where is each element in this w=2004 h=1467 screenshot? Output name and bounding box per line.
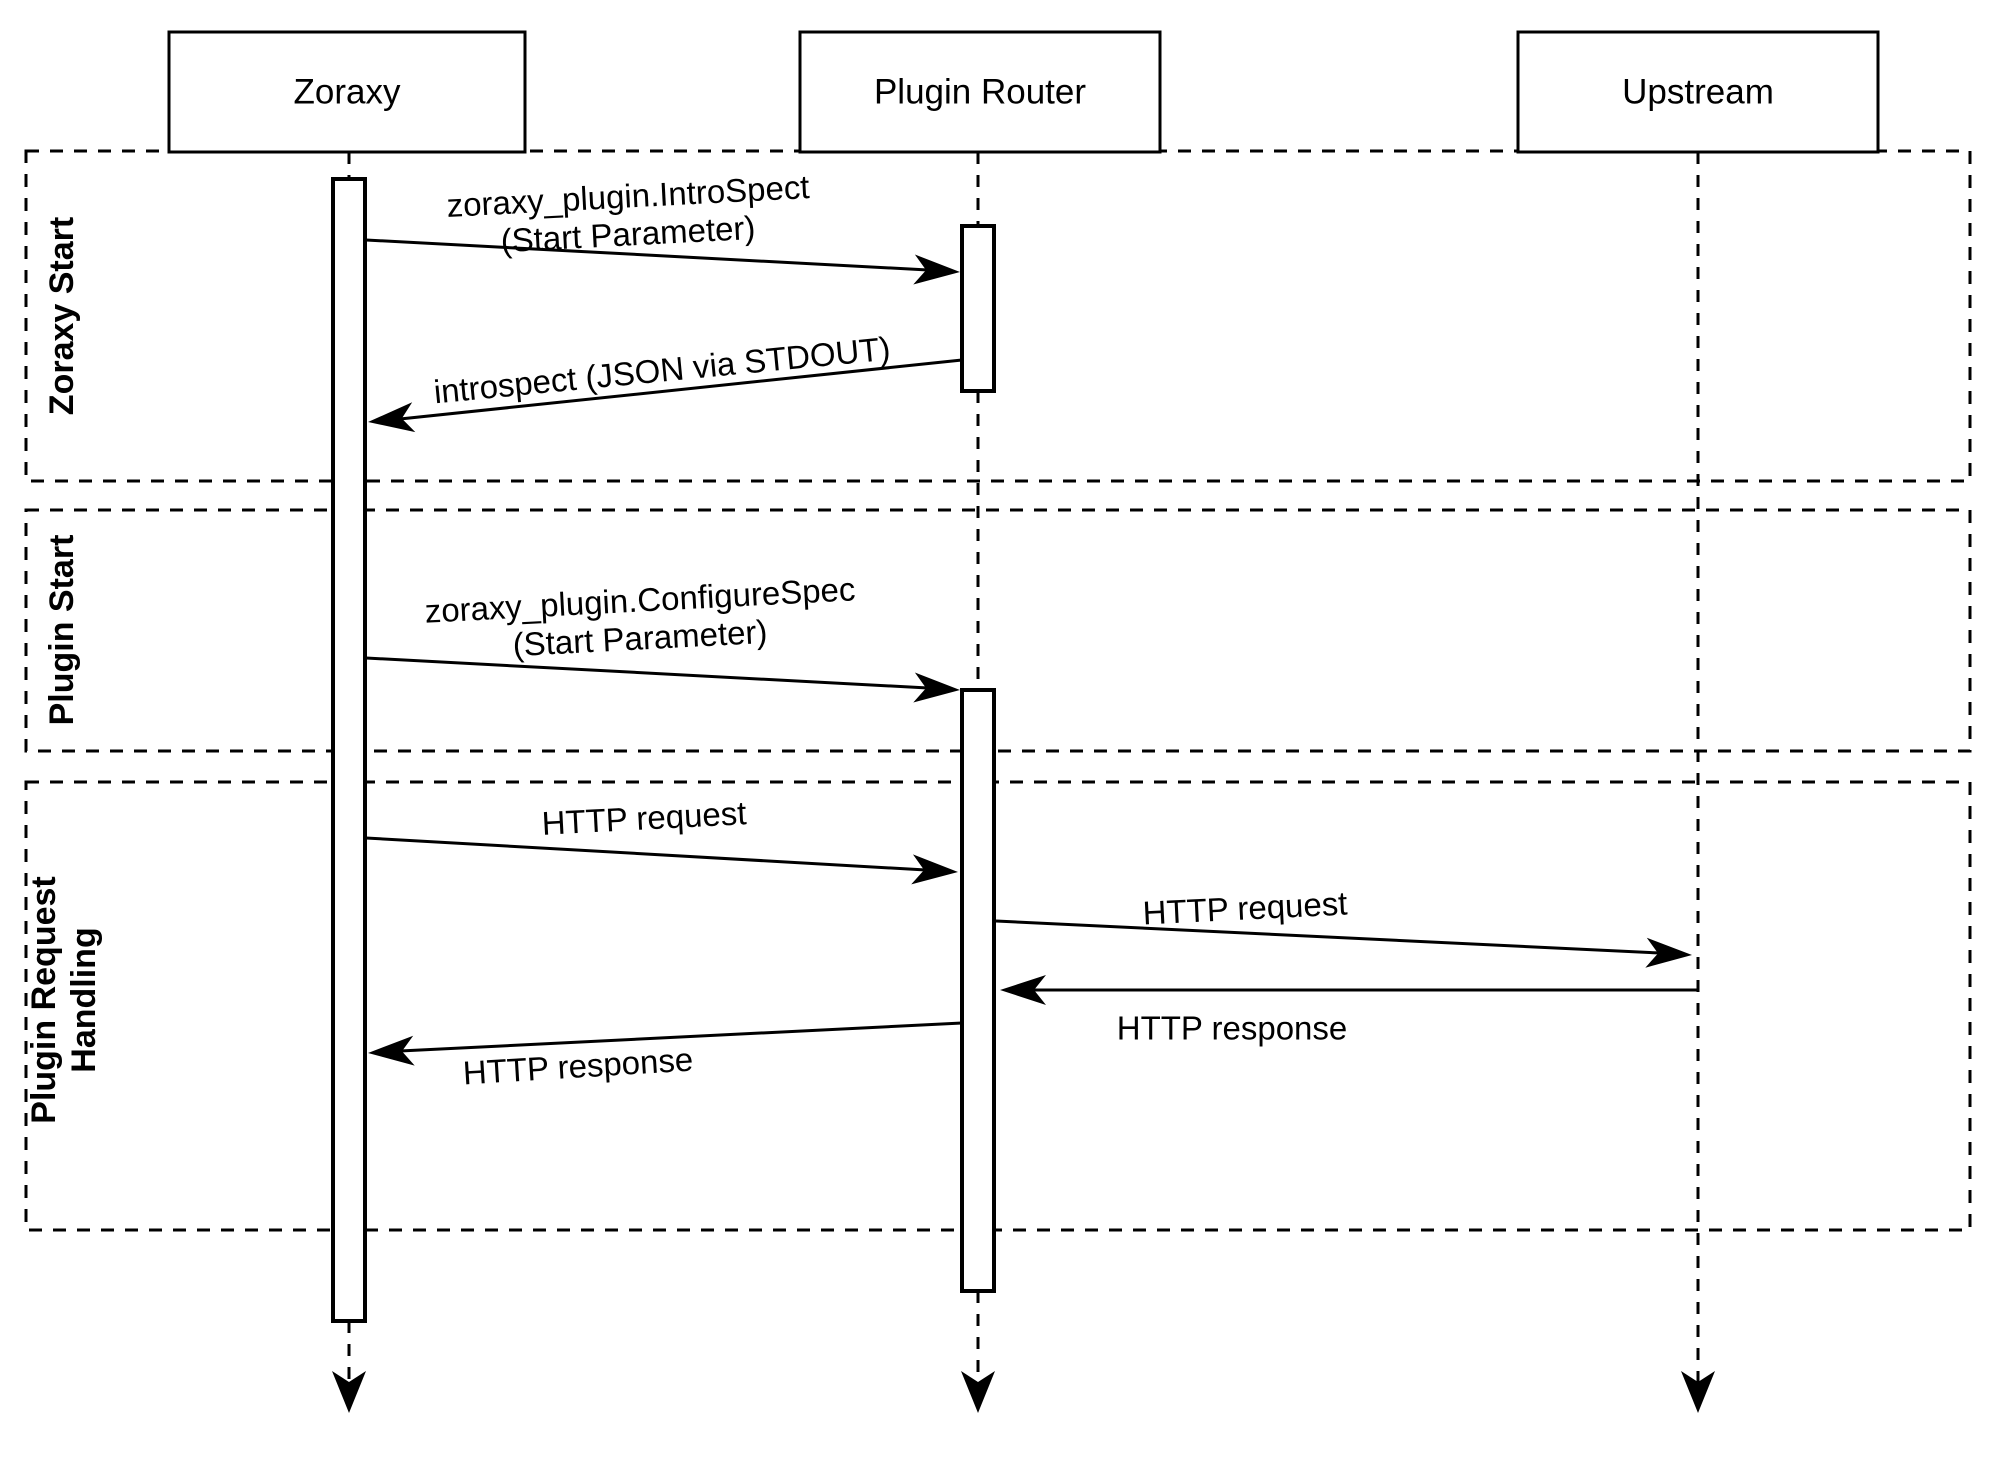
actor-upstream: Upstream	[1516, 30, 1880, 154]
section-plugin-start-frame	[24, 508, 1972, 753]
message-http-request-to-plugin: HTTP request	[365, 794, 958, 885]
message-http-request-to-upstream: HTTP request	[995, 885, 1692, 968]
message-http-request-to-upstream-arrowhead-icon	[1645, 937, 1692, 968]
message-introspect-call: zoraxy_plugin.IntroSpect (Start Paramete…	[365, 168, 960, 285]
message-http-response-to-zoraxy-label: HTTP response	[462, 1040, 694, 1091]
actor-zoraxy-label: Zoraxy	[294, 73, 401, 112]
section-plugin-request-handling-label-line1: Plugin Request	[25, 876, 63, 1123]
plugin-router-lifeline	[961, 152, 995, 1413]
message-http-request-to-plugin-label: HTTP request	[541, 794, 747, 842]
section-plugin-start-label: Plugin Start	[43, 535, 81, 726]
message-http-request-to-plugin-line	[365, 836, 927, 872]
message-configurespec-call-arrowhead-icon	[913, 672, 960, 703]
message-http-request-to-upstream-line	[995, 919, 1661, 955]
section-plugin-request-handling: Plugin Request Handling	[24, 780, 1972, 1232]
message-configurespec-call: zoraxy_plugin.ConfigureSpec (Start Param…	[365, 570, 960, 703]
actor-plugin-router-label: Plugin Router	[874, 73, 1086, 112]
message-http-response-to-zoraxy-arrowhead-icon	[368, 1035, 415, 1066]
section-zoraxy-start: Zoraxy Start	[24, 149, 1972, 483]
plugin-router-lifeline-end-arrow-icon	[961, 1371, 995, 1413]
plugin-router-activation-bar-main	[960, 688, 996, 1293]
actor-plugin-router: Plugin Router	[798, 30, 1162, 154]
zoraxy-activation-bar	[331, 177, 367, 1323]
actor-upstream-label: Upstream	[1622, 73, 1774, 112]
actor-zoraxy-box	[167, 30, 527, 154]
message-introspect-return-arrowhead-icon	[368, 402, 416, 433]
actor-upstream-box	[1516, 30, 1880, 154]
message-http-response-from-upstream-arrowhead-icon	[1000, 975, 1046, 1005]
plugin-router-activation-bar-intro	[960, 224, 996, 393]
message-http-response-to-zoraxy-line	[399, 1021, 963, 1053]
message-introspect-call-line	[365, 238, 929, 272]
actor-zoraxy: Zoraxy	[167, 30, 527, 154]
section-plugin-request-handling-label-line2: Handling	[65, 927, 103, 1072]
message-http-request-to-upstream-label: HTTP request	[1142, 885, 1348, 932]
message-introspect-return: introspect (JSON via STDOUT)	[368, 330, 963, 433]
message-http-response-from-upstream: HTTP response	[1000, 975, 1698, 1047]
message-introspect-return-line	[399, 358, 963, 421]
message-introspect-return-label: introspect (JSON via STDOUT)	[432, 330, 892, 411]
message-http-request-to-plugin-arrowhead-icon	[911, 854, 958, 885]
upstream-lifeline	[1681, 152, 1715, 1413]
upstream-lifeline-end-arrow-icon	[1681, 1371, 1715, 1413]
section-zoraxy-start-frame	[24, 149, 1972, 483]
message-http-response-to-zoraxy: HTTP response	[368, 1021, 963, 1092]
section-zoraxy-start-label: Zoraxy Start	[43, 217, 81, 415]
message-introspect-call-arrowhead-icon	[913, 254, 960, 285]
section-plugin-request-handling-frame	[24, 780, 1972, 1232]
zoraxy-lifeline-end-arrow-icon	[332, 1371, 366, 1413]
zoraxy-lifeline	[332, 152, 366, 1413]
message-http-response-from-upstream-label: HTTP response	[1117, 1010, 1347, 1047]
message-configurespec-call-line	[365, 656, 929, 690]
actor-plugin-router-box	[798, 30, 1162, 154]
section-plugin-start: Plugin Start	[24, 508, 1972, 753]
